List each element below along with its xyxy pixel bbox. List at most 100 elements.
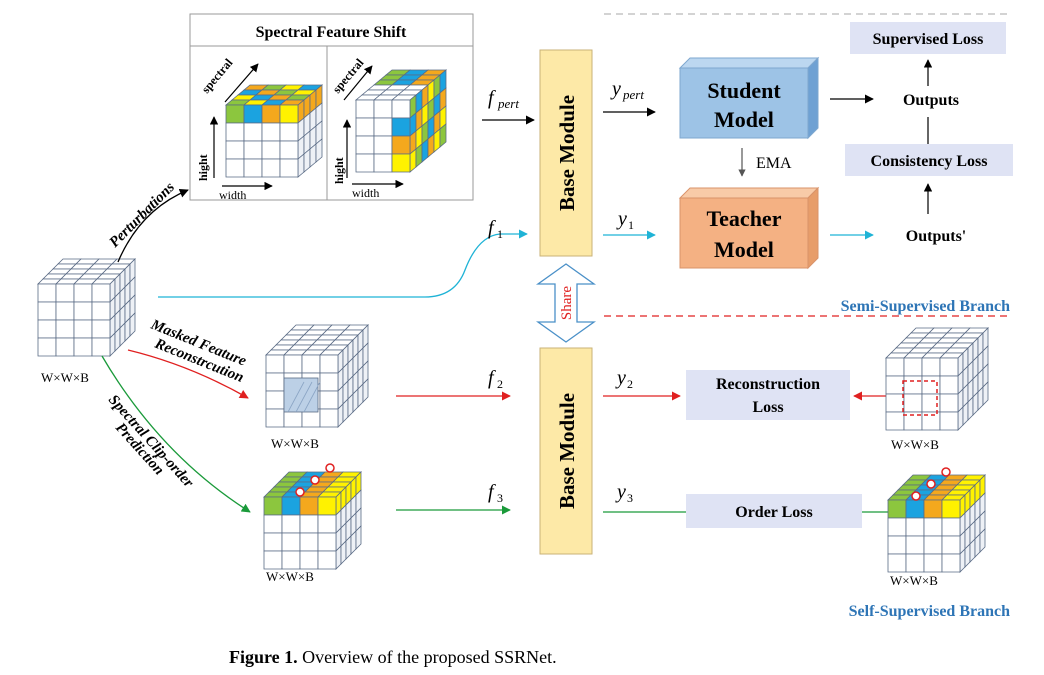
clip-label-line1: Spectral Clip-order <box>105 392 196 491</box>
masked-region <box>283 377 319 413</box>
cube-cell <box>355 99 375 119</box>
svg-text:Loss: Loss <box>752 399 783 416</box>
svg-text:Model: Model <box>714 107 774 132</box>
cube-cell <box>225 104 245 124</box>
masked-region-hatch <box>303 381 321 413</box>
spectral-shift-title: Spectral Feature Shift <box>256 24 407 41</box>
cube-cell <box>319 408 339 428</box>
cube-cell <box>279 140 299 160</box>
cube-cell <box>391 153 411 173</box>
order-loss-box: Order Loss <box>686 494 862 528</box>
student-outputs: Outputs <box>903 92 959 109</box>
cube-cell <box>355 525 362 550</box>
cube-cell <box>391 117 411 137</box>
clip-dims: W×W×B <box>266 569 314 584</box>
cube-cell <box>923 517 943 537</box>
cube-cell <box>982 381 989 406</box>
clip-order-cube <box>263 471 362 570</box>
clip-order-marker <box>926 479 936 489</box>
cube-cell <box>279 122 299 142</box>
cube-cell <box>885 357 905 377</box>
masked-region-hatch <box>295 381 313 413</box>
base-module-bottom: Base Module <box>539 347 593 555</box>
cube-cell <box>885 393 905 413</box>
f1-main: f <box>488 217 496 239</box>
cube-cell <box>887 553 907 573</box>
masked-dims: W×W×B <box>271 436 319 451</box>
cube-cell <box>391 99 411 119</box>
cube-cell <box>885 375 905 395</box>
cube-cell <box>905 535 925 555</box>
axis-width-left: width <box>219 188 246 202</box>
cube-cell <box>73 319 93 339</box>
axis-width-right: width <box>352 186 379 200</box>
cube-cell <box>299 550 319 570</box>
y1-sub: 1 <box>628 218 634 232</box>
figure-caption: Figure 1. Overview of the proposed SSRNe… <box>229 647 557 667</box>
share-label: Share <box>559 286 575 320</box>
cube-cell <box>261 158 281 178</box>
cube-cell <box>373 99 393 119</box>
caption-label: Figure 1. <box>229 647 298 667</box>
cube-cell <box>283 354 303 374</box>
cube-cell <box>129 312 136 337</box>
f2-sub: 2 <box>497 377 503 391</box>
cube-cell <box>243 158 263 178</box>
f3-main: f <box>488 481 496 503</box>
semi-branch-label: Semi-Supervised Branch <box>841 298 1010 315</box>
cube-cell <box>281 496 301 516</box>
axis-hight-right: hight <box>332 157 346 184</box>
cube-cell <box>355 117 375 137</box>
cube-cell <box>939 411 959 431</box>
cube-cell <box>885 411 905 431</box>
clip-order-marker <box>911 491 921 501</box>
cube-cell <box>243 104 263 124</box>
supervised-loss-box: Supervised Loss <box>850 22 1006 54</box>
masked-reconstruction-arrow <box>127 349 249 399</box>
cube-cell <box>225 158 245 178</box>
cube-cell <box>941 535 961 555</box>
cube-cell <box>941 499 961 519</box>
cube-cell <box>317 550 337 570</box>
cube-cell <box>319 372 339 392</box>
clip-order-marker <box>325 463 335 473</box>
svg-text:Student: Student <box>707 78 781 103</box>
cube-cell <box>373 153 393 173</box>
cube-cell <box>73 301 93 321</box>
cube-cell <box>55 337 75 357</box>
student-model-box: Student Model <box>678 56 820 140</box>
cube-cell <box>315 138 323 163</box>
share-arrow: Share <box>535 263 597 343</box>
spectral-cube-original <box>224 84 324 178</box>
cube-cell <box>37 319 57 339</box>
cube-cell <box>265 372 285 392</box>
reconstruction-target-cube <box>885 327 989 431</box>
caption-text: Overview of the proposed SSRNet. <box>298 647 557 667</box>
cube-cell <box>55 301 75 321</box>
masked-region-hatch <box>287 381 305 413</box>
cube-cell <box>939 393 959 413</box>
f3-sub: 3 <box>497 491 503 505</box>
order-target-cube <box>887 474 986 573</box>
svg-text:Supervised Loss: Supervised Loss <box>873 31 984 48</box>
cube-cell <box>225 140 245 160</box>
cube-cell <box>317 514 337 534</box>
ema-label: EMA <box>756 155 792 172</box>
base-module-top: Base Module <box>539 49 593 257</box>
cube-cell <box>373 117 393 137</box>
reconstruction-region <box>902 380 938 416</box>
cube-cell <box>281 514 301 534</box>
cube-cell <box>319 390 339 410</box>
svg-text:Reconstruction: Reconstruction <box>716 376 820 393</box>
cube-cell <box>263 514 283 534</box>
cube-cell <box>941 553 961 573</box>
svg-text:Consistency Loss: Consistency Loss <box>871 153 988 170</box>
cube-cell <box>91 319 111 339</box>
cube-cell <box>73 337 93 357</box>
y-pert-sub: pert <box>622 87 644 102</box>
cube-cell <box>73 283 93 303</box>
y2-main: y <box>615 367 626 389</box>
clip-order-arrow <box>101 355 251 513</box>
teacher-outputs: Outputs' <box>906 228 966 245</box>
